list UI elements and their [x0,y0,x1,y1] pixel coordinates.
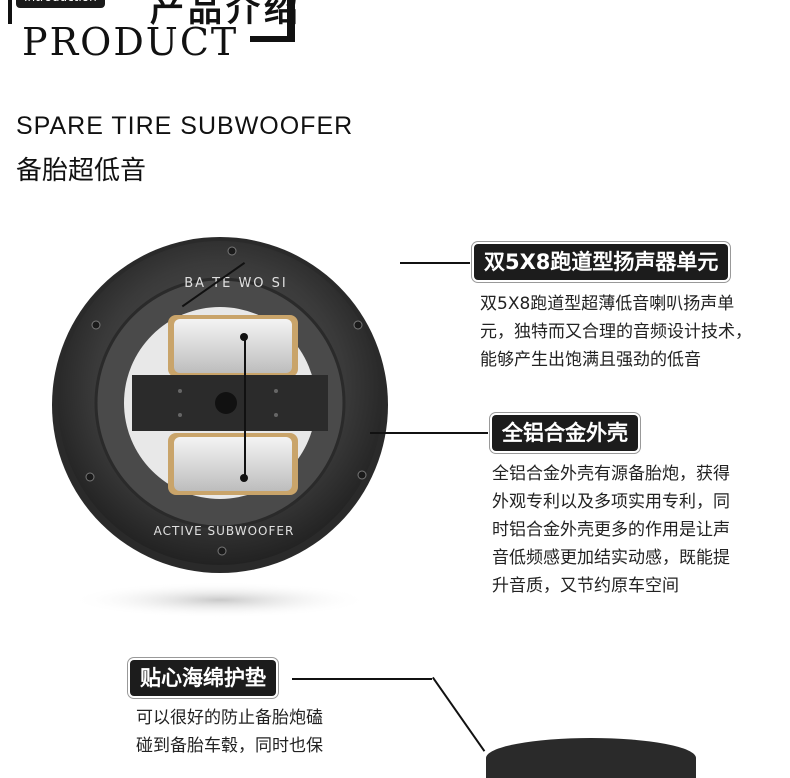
feature-title-pad: 贴心海绵护垫 [130,660,276,696]
feature-desc-line: 碰到备胎车毂，同时也保 [136,736,323,756]
callout-line-1 [400,262,470,264]
feature-desc-line: 可以很好的防止备胎炮磕 [136,708,323,728]
feature-desc-line: 外观专利以及多项实用专利，同 [492,492,730,512]
section-title-cn: 产品介绍 [150,0,302,30]
callout-line-vertical [244,339,246,479]
feature-desc-speaker: 双5X8跑道型超薄低音喇叭扬声单 元，独特而又合理的音频设计技术， 能够产生出饱… [480,290,752,374]
feature-desc-line: 时铝合金外壳更多的作用是让声 [492,520,730,540]
header-bracket-bottom [250,36,295,42]
subwoofer-product-image: BA TE WO SI ACTIVE SUBWOOFER [52,237,388,618]
callout-line-3-diagonal [432,676,486,752]
feature-desc-line: 音低频感更加结实动感，既能提 [492,548,730,568]
callout-dot-2 [240,474,248,482]
product-brand-text: BA TE WO SI [184,276,288,291]
feature-desc-line: 升音质，又节约原车空间 [492,576,679,596]
feature-desc-line: 能够产生出饱满且强劲的低音 [480,350,701,370]
product-name-cn: 备胎超低音 [16,156,147,186]
callout-dot-1 [240,333,248,341]
intro-tag: Introduction [16,0,105,8]
callout-line-2 [370,432,488,434]
feature-desc-line: 全铝合金外壳有源备胎炮，获得 [492,464,730,484]
callout-line-3 [292,678,432,680]
feature-title-speaker: 双5X8跑道型扬声器单元 [474,244,729,280]
product-image-partial [486,738,696,778]
product-name-en: SPARE TIRE SUBWOOFER [16,112,354,140]
header-bracket-left [8,0,12,24]
product-model-text: ACTIVE SUBWOOFER [154,524,295,538]
section-title-product: PRODUCT [22,20,239,64]
feature-desc-line: 双5X8跑道型超薄低音喇叭扬声单 [480,294,735,314]
feature-desc-housing: 全铝合金外壳有源备胎炮，获得 外观专利以及多项实用专利，同 时铝合金外壳更多的作… [492,460,730,600]
feature-desc-pad: 可以很好的防止备胎炮磕 碰到备胎车毂，同时也保 [136,704,323,760]
header-bracket-right [287,0,295,42]
feature-title-housing: 全铝合金外壳 [492,415,638,451]
feature-desc-line: 元，独特而又合理的音频设计技术， [480,322,752,342]
